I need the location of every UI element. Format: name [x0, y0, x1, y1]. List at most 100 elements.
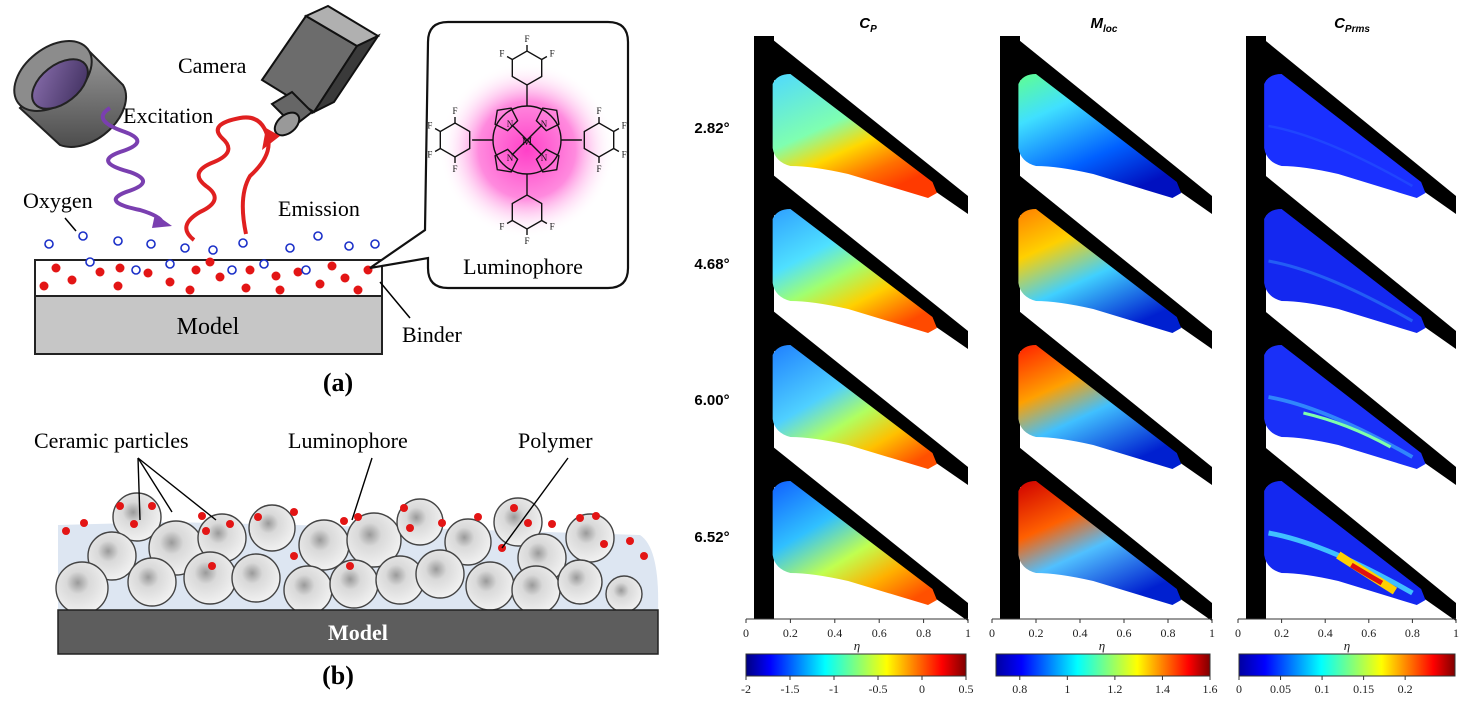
luminophore-dot [226, 520, 234, 528]
luminophore-dot [198, 512, 206, 520]
surface-map-cp-2 [772, 209, 937, 333]
ceramic-particle [329, 559, 379, 609]
oxygen-leader [64, 217, 77, 232]
luminophore-dot [191, 265, 201, 275]
oxygen-molecule [44, 239, 54, 249]
ceramic-particle [565, 513, 615, 563]
excitation-wave [100, 106, 164, 223]
colorbar-cp [745, 653, 967, 677]
luminophore-dot [290, 508, 298, 516]
luminophore-glow [439, 62, 615, 238]
luminophore-dot [592, 512, 600, 520]
row-label-4: 6.52° [694, 529, 729, 546]
luminophore-dot [51, 263, 61, 273]
luminophore-dot [346, 562, 354, 570]
eta-tick-label: 0.8 [916, 626, 931, 640]
luminophore-dot [271, 271, 281, 281]
luminophore-dot [340, 273, 350, 283]
luminophore-dot [548, 520, 556, 528]
ceramic-particle [87, 531, 137, 581]
eta-tick-label: 0.6 [872, 626, 887, 640]
fluorine-atom-label: F [452, 164, 457, 174]
luminophore-label-b: Luminophore [288, 428, 408, 453]
excitation-arrowhead [152, 214, 172, 228]
colorbar-tick-label: 0.15 [1353, 682, 1374, 696]
luminophore-dot [245, 265, 255, 275]
fluorine-atom-label: F [452, 106, 457, 116]
emission-wave [184, 115, 271, 242]
eta-tick-label: 1 [965, 626, 971, 640]
luminophore-dot [510, 504, 518, 512]
luminophore-dot [353, 285, 363, 295]
column-title-mloc: Mloc [1091, 15, 1118, 35]
luminophore-dot [626, 537, 634, 545]
fluorine-atom-label: F [427, 121, 432, 131]
oxygen-molecule [301, 265, 311, 275]
luminophore-dot [438, 519, 446, 527]
wing-outline [1014, 36, 1212, 214]
oxygen-molecule [238, 238, 248, 248]
caption-a: (a) [323, 368, 353, 397]
wing-outline [1014, 443, 1212, 621]
colorbar-tick-label: 1.4 [1155, 682, 1170, 696]
wing-outline [1259, 307, 1456, 485]
rms-peak-core [1350, 562, 1384, 586]
panel-b-leaders [137, 457, 569, 549]
eta-tick-label: 0.2 [783, 626, 798, 640]
light-source-icon [13, 40, 128, 148]
luminophore-dot [165, 277, 175, 287]
colorbar-tick-label: 0 [1236, 682, 1242, 696]
colorbar-tick-label: 0.05 [1270, 682, 1291, 696]
eta-tick-label: 0.8 [1405, 626, 1420, 640]
oxygen-molecule [285, 243, 295, 253]
wing-outline [768, 443, 968, 621]
wing-outline [768, 307, 968, 485]
oxygen-molecule [146, 239, 156, 249]
ceramic-particle [183, 551, 237, 605]
luminophore-dot [116, 502, 124, 510]
luminophore-dot [640, 552, 648, 560]
surface-maps [754, 36, 1456, 621]
luminophore-dot [327, 261, 337, 271]
luminophore-dot [143, 268, 153, 278]
eta-axis-label: η [1099, 638, 1105, 653]
oxygen-molecule [85, 257, 95, 267]
camera-label: Camera [178, 53, 247, 78]
luminophore-dot [474, 513, 482, 521]
fluorine-atom-label: F [499, 222, 504, 232]
luminophore-dot [275, 285, 285, 295]
model-label-b: Model [328, 620, 388, 645]
camera-icon [260, 4, 381, 137]
luminophore-dot [62, 527, 70, 535]
colorbar-tick-label: 0.1 [1315, 682, 1330, 696]
colorbar-tick-label: 1 [1064, 682, 1070, 696]
wing-outline [768, 36, 968, 214]
eta-axis-label: η [1344, 638, 1350, 653]
ceramic-particle [283, 565, 333, 615]
luminophore-dot [290, 552, 298, 560]
luminophore-dot [400, 504, 408, 512]
luminophore-dot [315, 279, 325, 289]
oxygen-molecule [131, 265, 141, 275]
binder-label: Binder [402, 322, 463, 347]
surface-map-cp-1 [772, 74, 937, 198]
wing-outline [768, 171, 968, 349]
ceramic-particle [127, 557, 177, 607]
nitrogen-atom-label: N [507, 153, 514, 163]
colorbar-tick-label: 0 [919, 682, 925, 696]
rms-band [1268, 259, 1414, 323]
oxygen-molecule [180, 243, 190, 253]
fluorine-atom-label: F [524, 236, 529, 246]
surface-map-cp-3 [772, 345, 937, 469]
ceramic-particle [511, 565, 561, 615]
metal-atom-label: M [522, 134, 533, 148]
row-label-1: 2.82° [694, 120, 729, 137]
wing-outline [1259, 443, 1456, 621]
luminophore-dot [115, 263, 125, 273]
panel-b: Model Ceramic particles Luminophore Poly… [34, 428, 659, 690]
